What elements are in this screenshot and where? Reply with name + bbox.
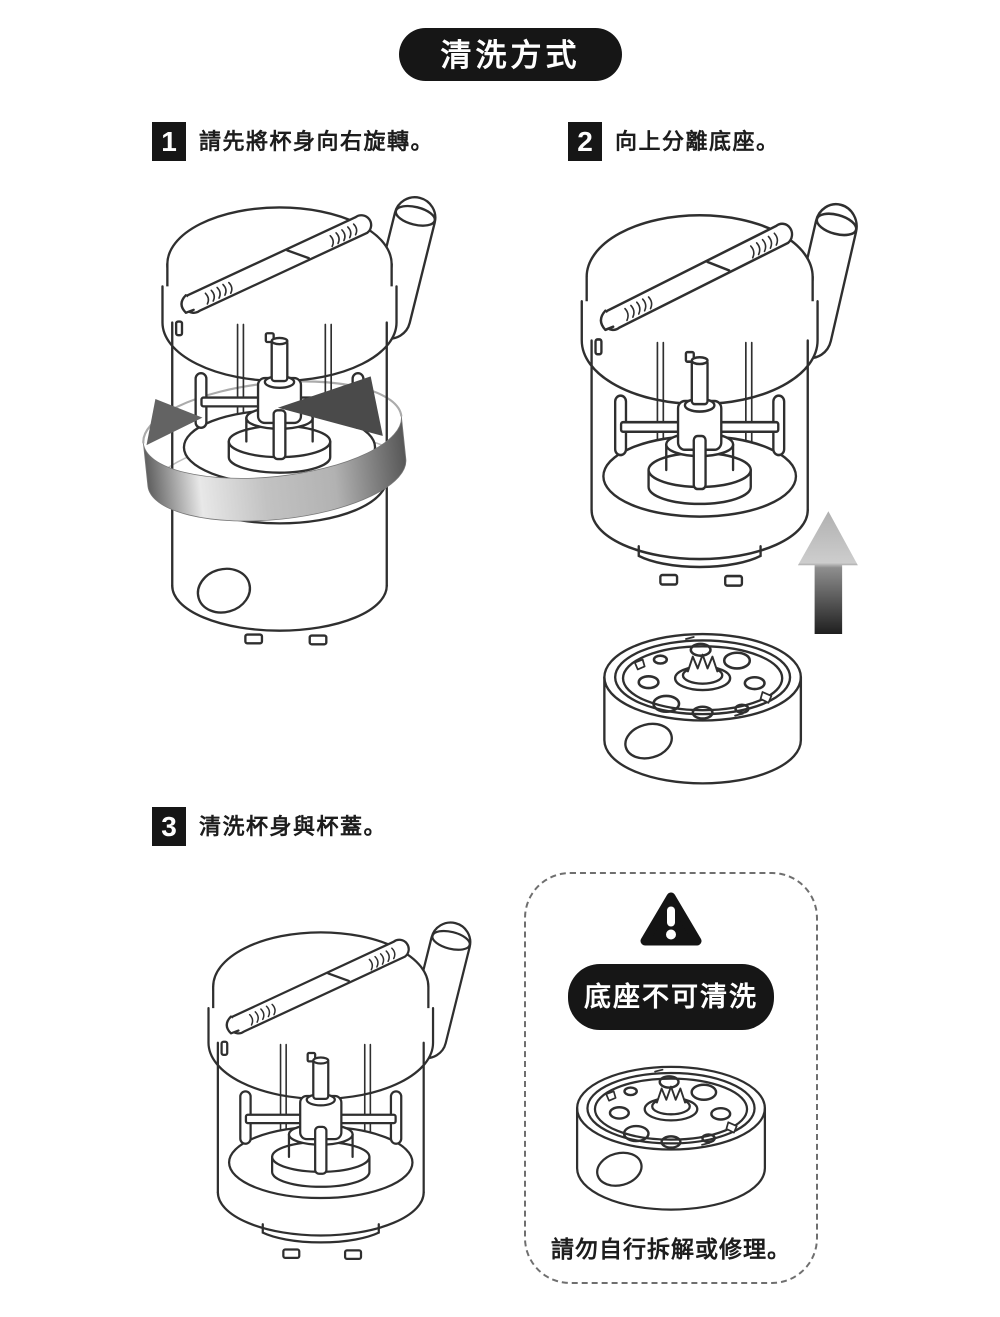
- rotation-arrow-left-icon: [146, 399, 203, 446]
- rotation-arrow-right-icon: [277, 376, 383, 436]
- step-1-header: 1 請先將杯身向右旋轉。: [152, 122, 434, 161]
- step-2-text: 向上分離底座。: [615, 129, 780, 154]
- step-2-illustration-grinder-lift: [580, 198, 863, 785]
- step-3-number: 3: [152, 807, 186, 846]
- warning-label: 底座不可清洗: [568, 964, 774, 1030]
- step-1-number: 1: [152, 122, 186, 161]
- step-3-illustration-cup: [207, 917, 476, 1260]
- warning-box: 底座不可清洗 請勿自行拆解或修理。: [524, 872, 818, 1284]
- step-2-number: 2: [568, 122, 602, 161]
- up-arrow-icon: [797, 511, 858, 635]
- page-title: 清洗方式: [399, 28, 622, 81]
- step-3-text: 清洗杯身與杯蓋。: [199, 814, 388, 839]
- warning-triangle-icon: [640, 892, 702, 946]
- step-1-illustration-grinder-rotate: [142, 191, 441, 646]
- step-2-header: 2 向上分離底座。: [568, 122, 780, 161]
- warning-note: 請勿自行拆解或修理。: [551, 1236, 791, 1262]
- warning-base-illustration: [575, 1065, 767, 1211]
- step-3-header: 3 清洗杯身與杯蓋。: [152, 807, 387, 846]
- rotation-ring-front: [143, 416, 407, 522]
- step-1-text: 請先將杯身向右旋轉。: [199, 129, 435, 154]
